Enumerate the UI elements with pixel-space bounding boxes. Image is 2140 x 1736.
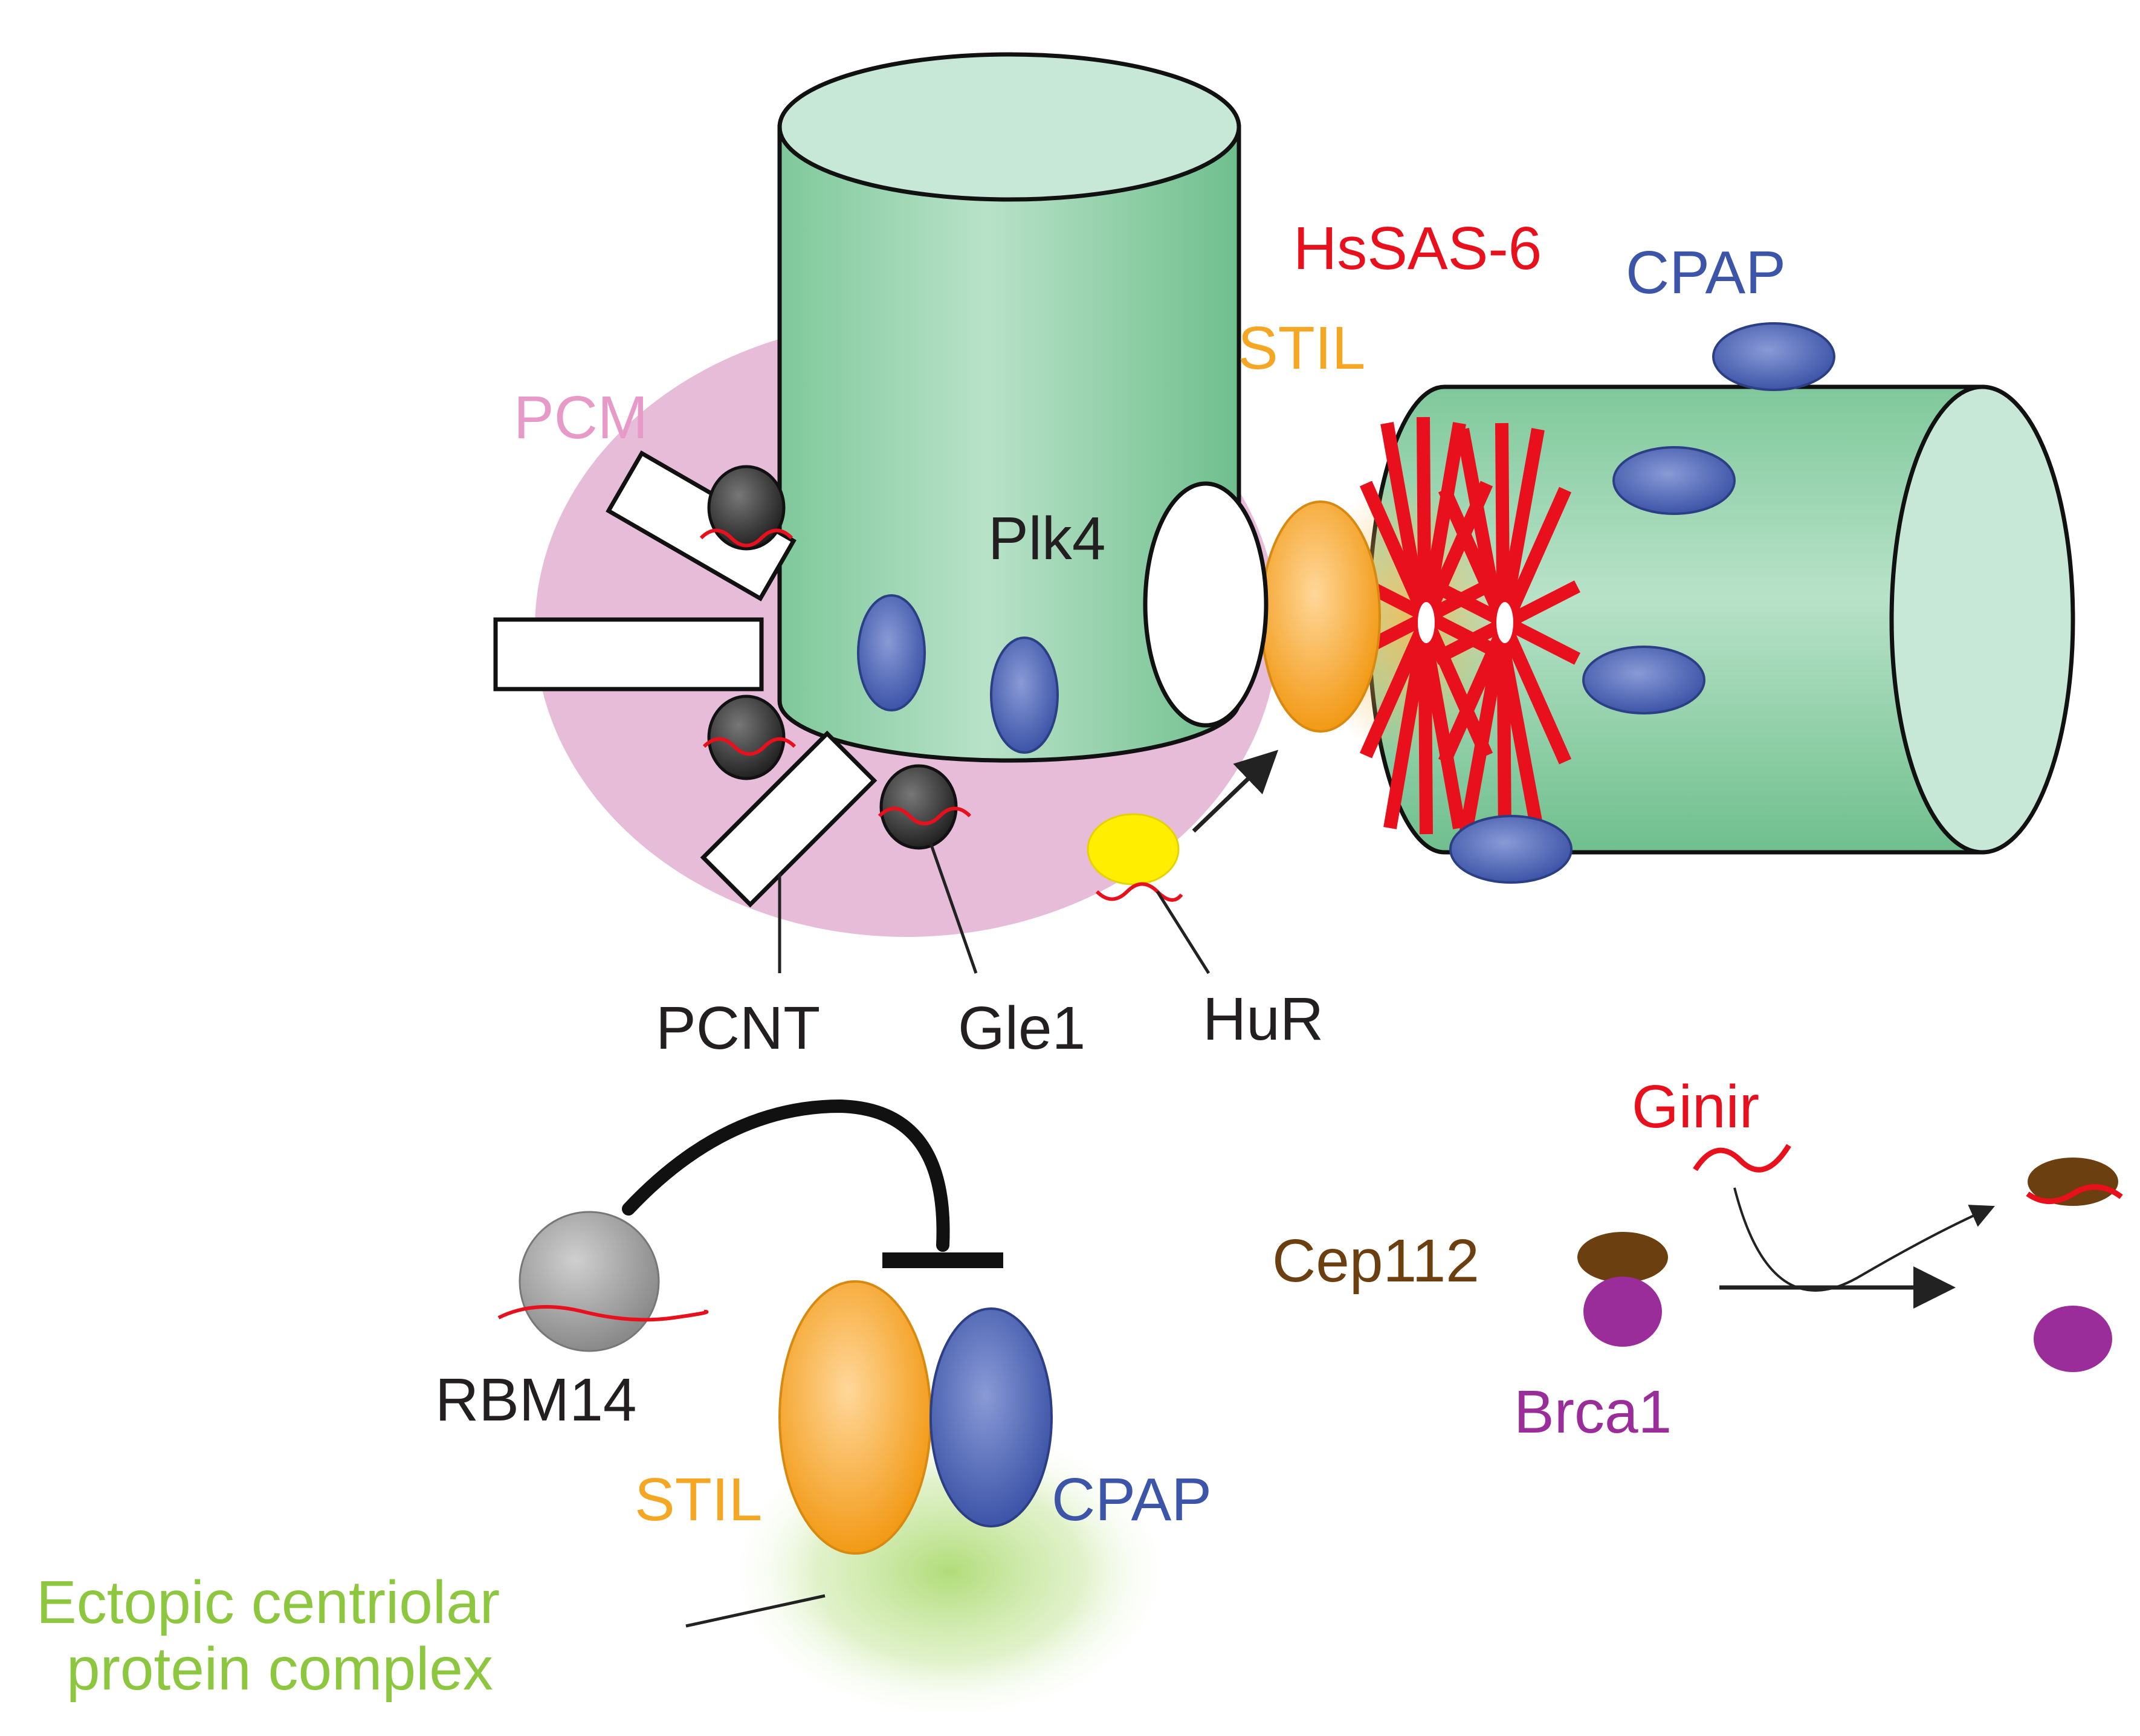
cpap-protein [929,1307,1053,1527]
stil-protein [778,1280,932,1555]
cartwheel-hub [1418,602,1435,643]
stil-label-top: STIL [1238,314,1365,382]
mrna-squiggle [1095,882,1183,902]
plk4-protein [1143,481,1269,728]
mrna-squiggle [2026,1184,2123,1204]
cpap-protein [1712,322,1835,391]
cpap-protein [990,636,1059,754]
stil-protein [1260,500,1381,733]
mrna-squiggle [702,737,797,756]
cpap-protein [1582,646,1705,714]
hur-label: HuR [1203,985,1324,1053]
pcnt-label: PCNT [656,994,820,1062]
plk4-label: Plk4 [988,505,1106,572]
brca1-protein [1583,1277,1662,1347]
cep112-protein [1577,1232,1668,1283]
pcnt-rectangle [700,730,878,908]
hur-protein [1087,813,1180,886]
ginir-mrna [1693,1144,1791,1173]
gle1-label: Gle1 [958,994,1085,1062]
ginir-label: Ginir [1632,1073,1759,1141]
rbm14-protein [519,1211,660,1352]
cpap-protein [1449,815,1573,884]
ginir-curve-arrow [1733,1187,1995,1292]
mrna-squiggle [497,1305,709,1322]
hur-leader-line [1156,890,1211,974]
ectopic-leader-line [685,1594,826,1628]
brca1-protein [2034,1306,2112,1372]
brca1-label: Brca1 [1514,1378,1672,1446]
cpap-label-bottom: CPAP [1052,1466,1212,1534]
ectopic-label-line1: Ectopic centriolar [36,1569,500,1636]
cpap-protein [1612,446,1736,515]
rbm14-label: RBM14 [435,1366,636,1434]
cep112-protein [2028,1158,2118,1206]
cep112-label: Cep112 [1272,1227,1479,1295]
stil-label-bottom: STIL [635,1466,762,1534]
mrna-squiggle [699,528,794,548]
gle1-sphere [707,695,786,780]
cpap-protein [857,594,926,711]
pcnt-rectangle [493,617,764,691]
pcm-label: PCM [514,384,648,452]
hur-arrow [1192,750,1279,833]
ectopic-label-line2: protein complex [66,1635,493,1703]
inhibition-arc [622,1099,950,1252]
mrna-squiggle [878,806,972,826]
hssas6-label: HsSAS-6 [1293,215,1542,282]
cartwheel-hub [1496,602,1513,643]
gle1-leader-line [929,843,978,974]
cpap-label-top: CPAP [1626,239,1786,306]
gle1-sphere [707,465,786,551]
